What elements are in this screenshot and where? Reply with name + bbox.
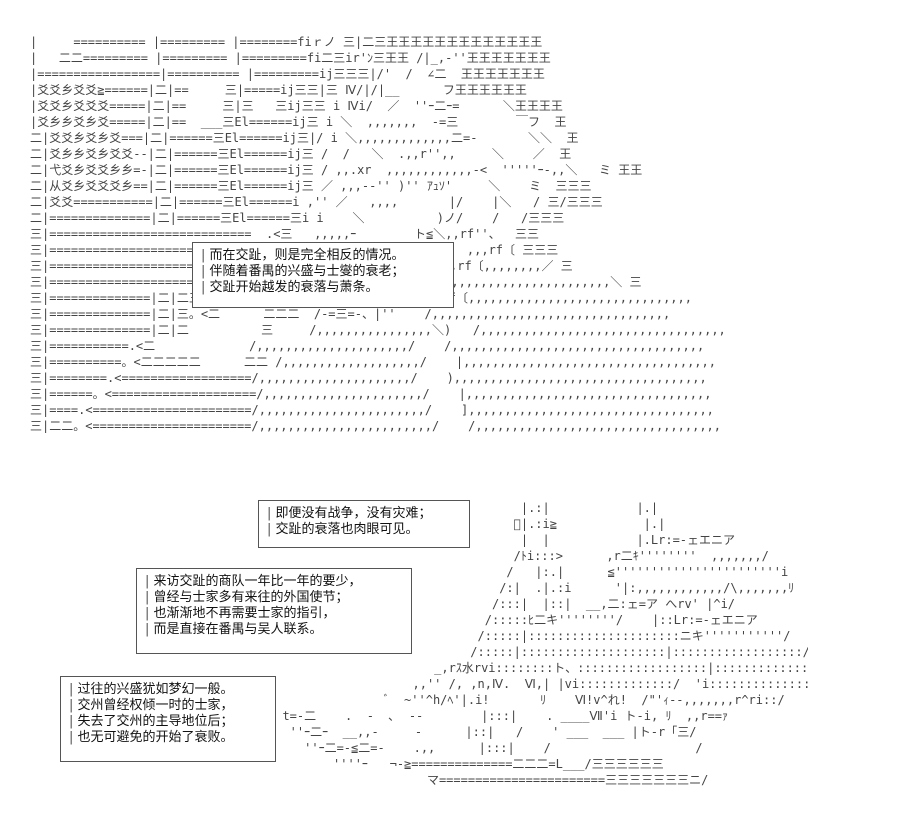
caption-line: 交州曾经权倾一时的士家，	[69, 698, 267, 714]
caption-line: 也渐渐地不再需要士家的指引，	[145, 606, 403, 622]
caption-line: 来访交趾的商队一年比一年的要少，	[145, 574, 403, 590]
caption-box-no-war: 即便没有战争，没有灾难；交趾的衰落也肉眼可见。	[258, 500, 470, 548]
caption-line: 曾经与士家多有来往的外国使节；	[145, 590, 403, 606]
caption-box-decline: 而在交趾，则是完全相反的情况。伴随着番禺的兴盛与士燮的衰老；交趾开始越发的衰落与…	[192, 242, 454, 308]
caption-box-former-glory: 过往的兴盛犹如梦幻一般。交州曾经权倾一时的士家，失去了交州的主导地位后；也无可避…	[60, 676, 276, 762]
ascii-art-ship-scene: |.:| |.| ﾞ|.:i≧ |.| | | |.Lr:=-ェエニア /ﾄi:…	[282, 501, 808, 787]
caption-line: 而在交趾，则是完全相反的情况。	[201, 248, 445, 264]
caption-line: 交趾的衰落也肉眼可见。	[267, 522, 461, 538]
caption-line: 交趾开始越发的衰落与萧条。	[201, 280, 445, 296]
caption-line: 而是直接在番禺与吴人联系。	[145, 622, 403, 638]
caption-line: 即便没有战争，没有灾难；	[267, 506, 461, 522]
caption-line: 过往的兴盛犹如梦幻一般。	[69, 682, 267, 698]
caption-line: 失去了交州的主导地位后；	[69, 714, 267, 730]
caption-box-merchants: 来访交趾的商队一年比一年的要少，曾经与士家多有来往的外国使节；也渐渐地不再需要士…	[136, 568, 412, 654]
caption-line: 也无可避免的开始了衰败。	[69, 730, 267, 746]
caption-line: 伴随着番禺的兴盛与士燮的衰老；	[201, 264, 445, 280]
